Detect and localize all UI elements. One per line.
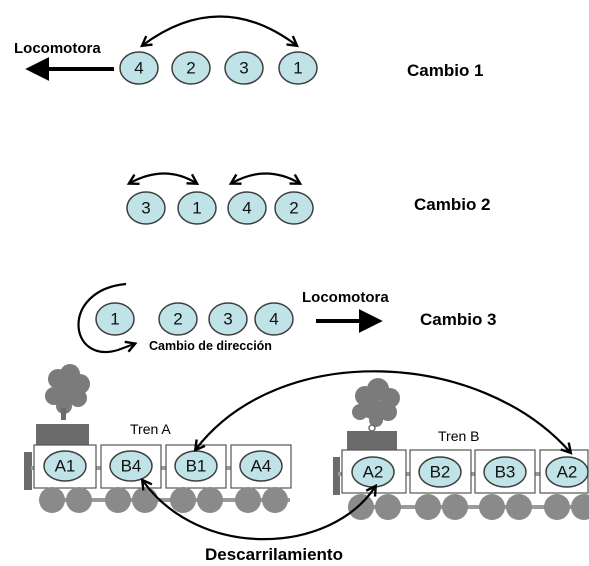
train-a: Tren A A1 B4 B1 A4 <box>24 364 292 513</box>
row-cambio-3: 1 2 3 4 Locomotora Cambio de dirección C… <box>77 282 497 353</box>
swap-arrow-b4-a2 <box>140 477 378 541</box>
car-node-label: 2 <box>186 59 195 78</box>
step-label: Cambio 1 <box>407 61 484 80</box>
car-node-label: 1 <box>110 310 119 329</box>
row-cambio-2: 3 1 4 2 Cambio 2 <box>126 172 491 225</box>
car-node <box>418 456 462 488</box>
car-node <box>43 450 87 482</box>
wheels <box>39 487 290 513</box>
car-node-label: 4 <box>134 59 143 78</box>
car-node <box>227 191 267 225</box>
car-node <box>126 191 166 225</box>
car-node-label: 3 <box>141 199 150 218</box>
derailment-label: Descarrilamiento <box>205 545 343 564</box>
car-node <box>224 51 264 85</box>
car-label: B3 <box>495 463 516 482</box>
car-node <box>278 51 318 85</box>
smoke-cloud-icon <box>352 378 400 432</box>
car-node <box>177 191 217 225</box>
car-node <box>95 302 135 336</box>
train-b: Tren B A2 B2 B3 A2 <box>333 378 589 520</box>
locomotive-front <box>333 457 340 495</box>
locomotive-cab <box>347 431 397 451</box>
car-node <box>119 51 159 85</box>
car-node <box>254 302 294 336</box>
car-label: A1 <box>55 457 76 476</box>
car-node-label: 4 <box>269 310 278 329</box>
car-node <box>545 456 589 488</box>
train-label: Tren B <box>438 428 480 444</box>
train-label: Tren A <box>130 421 171 437</box>
swap-arrow-3-1 <box>126 172 200 186</box>
car-label: A2 <box>363 463 384 482</box>
car-node-label: 4 <box>242 199 251 218</box>
car-node <box>483 456 527 488</box>
locomotive-cab <box>36 424 89 448</box>
locomotive-front <box>24 452 32 490</box>
swap-arrow-4-1 <box>140 15 299 48</box>
car-node-label: 1 <box>293 59 302 78</box>
car-label: A4 <box>251 457 272 476</box>
direction-change-label: Cambio de dirección <box>149 339 272 353</box>
car-label: B1 <box>186 457 207 476</box>
car-node-label: 2 <box>173 310 182 329</box>
step-label: Cambio 2 <box>414 195 491 214</box>
wheels <box>348 494 589 520</box>
car-label: B2 <box>430 463 451 482</box>
car-node <box>274 191 314 225</box>
direction-change-arrow <box>77 282 138 353</box>
car-node-label: 3 <box>239 59 248 78</box>
car-node-label: 1 <box>192 199 201 218</box>
car-node <box>158 302 198 336</box>
car-node-label: 2 <box>289 199 298 218</box>
car-node <box>208 302 248 336</box>
smoke-cloud-icon <box>45 364 90 420</box>
swap-arrow-4-2 <box>228 172 303 185</box>
swap-arrow-b1-a2 <box>193 370 573 455</box>
car-node-label: 3 <box>223 310 232 329</box>
car-label: A2 <box>557 463 578 482</box>
locomotive-label: Locomotora <box>302 289 389 306</box>
step-label: Cambio 3 <box>420 310 497 329</box>
car-node <box>109 450 153 482</box>
car-label: B4 <box>121 457 142 476</box>
locomotive-label: Locomotora <box>14 40 101 57</box>
row-cambio-1: Locomotora 4 2 3 1 Cambio 1 <box>14 15 484 85</box>
car-node <box>171 51 211 85</box>
